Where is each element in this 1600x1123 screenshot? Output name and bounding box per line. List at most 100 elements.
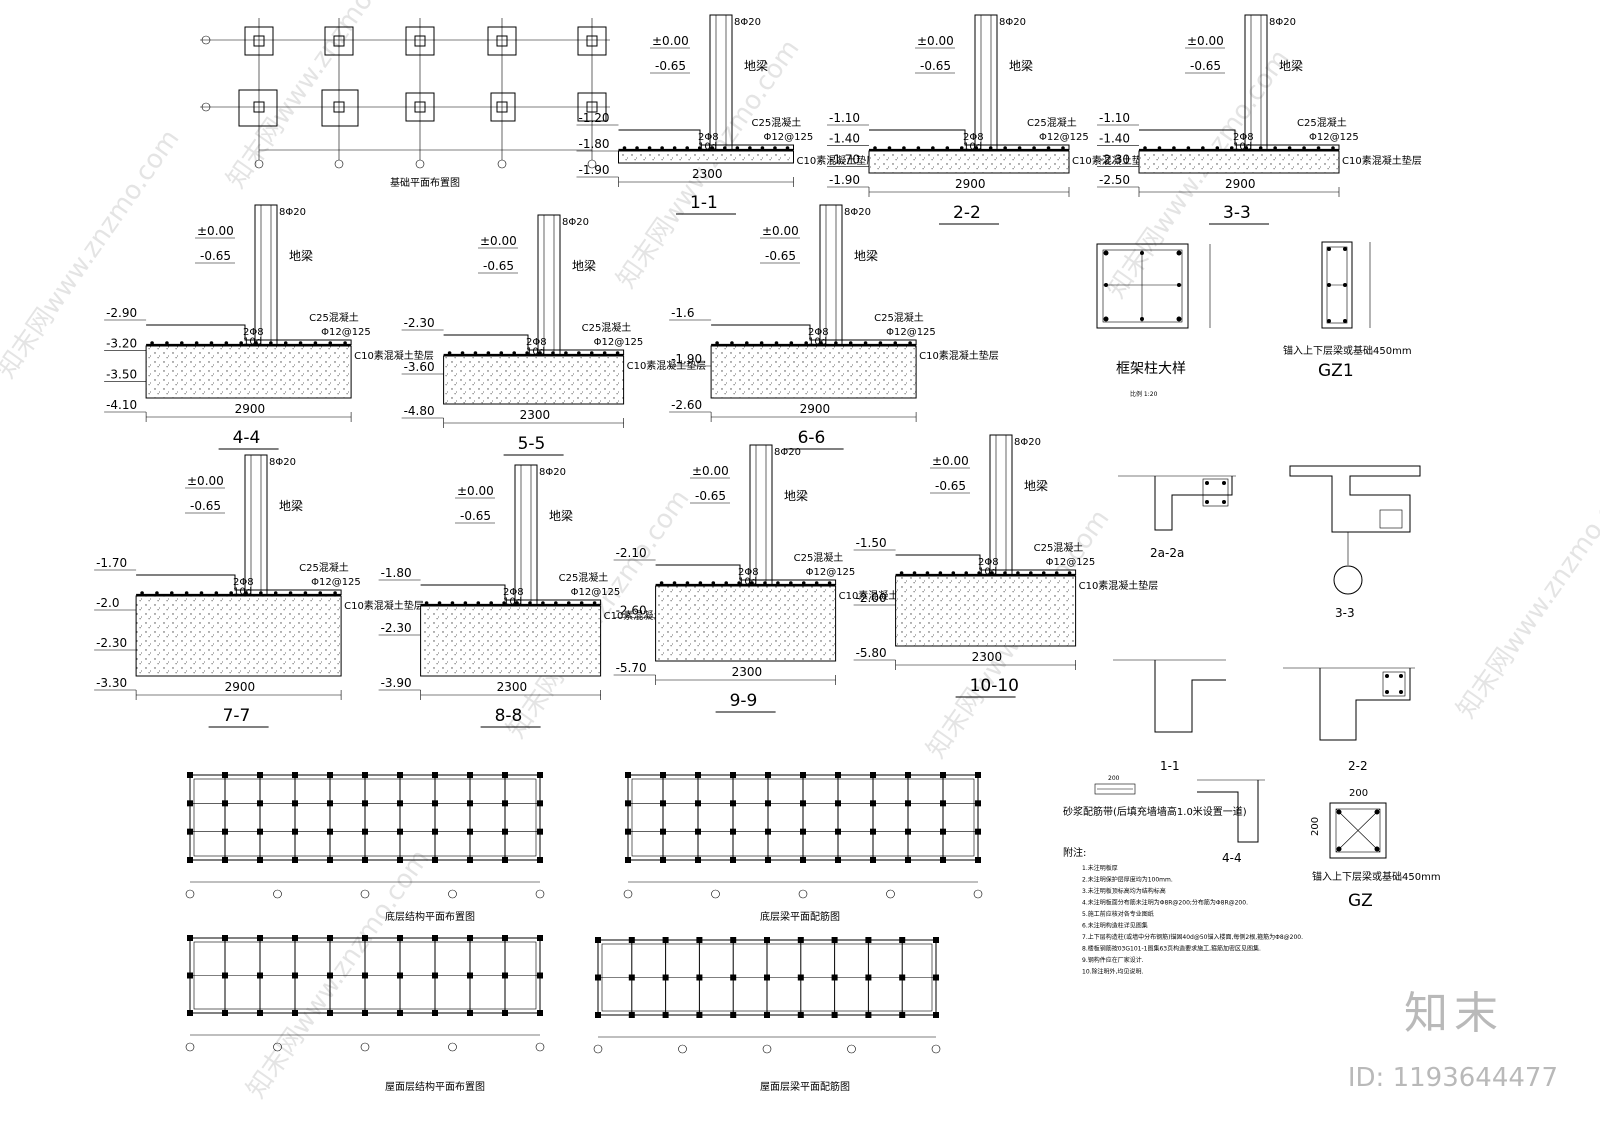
rebar-dot bbox=[760, 146, 765, 150]
rebar-dot bbox=[873, 146, 877, 150]
anchor-label: 10d bbox=[738, 577, 757, 588]
anchor-label: 10d bbox=[233, 587, 252, 598]
column-mark bbox=[835, 828, 841, 835]
footing-step bbox=[146, 324, 352, 345]
rebar-dot bbox=[660, 146, 664, 150]
cushion-pad bbox=[618, 150, 794, 164]
column-mark bbox=[292, 800, 298, 807]
rebar-dot bbox=[343, 341, 347, 345]
rebar-dot bbox=[1143, 146, 1147, 150]
column-mark bbox=[940, 772, 946, 778]
rebar-dot bbox=[959, 146, 964, 150]
rebar-dot bbox=[528, 601, 532, 605]
concrete-label: C25混凝土 bbox=[559, 571, 609, 584]
dimension-value: 2900 bbox=[955, 177, 986, 191]
rebar-dot bbox=[1172, 146, 1176, 150]
rebar-dot bbox=[564, 351, 568, 355]
level-label: -5.70 bbox=[616, 661, 647, 675]
column-mark bbox=[933, 937, 939, 943]
column-mark bbox=[187, 800, 193, 807]
axis-bubble bbox=[185, 889, 195, 899]
column-mark bbox=[327, 857, 333, 863]
concrete-label: C25混凝土 bbox=[1027, 116, 1077, 129]
rebar-dot bbox=[635, 146, 639, 150]
rebar-label: 8Φ20 bbox=[269, 457, 296, 468]
level-label: -1.90 bbox=[671, 352, 702, 366]
column-mark bbox=[865, 974, 872, 981]
section-label: 2a-2a bbox=[1150, 546, 1184, 560]
rebar-dot bbox=[1016, 571, 1020, 575]
level-label: -1.50 bbox=[856, 536, 887, 550]
dimension-value: 2300 bbox=[732, 665, 763, 679]
mesh-label: Φ12@125 bbox=[311, 577, 361, 588]
axis-bubble bbox=[535, 889, 545, 899]
rebar-dot bbox=[945, 146, 950, 150]
column-mark bbox=[467, 857, 473, 863]
rebar-label: 8Φ20 bbox=[774, 447, 801, 458]
rebar-label: 8Φ20 bbox=[539, 467, 566, 478]
rebar-dot bbox=[1201, 146, 1205, 150]
column-mark bbox=[835, 857, 841, 863]
column-mark bbox=[595, 937, 601, 943]
level-label: -1.90 bbox=[579, 163, 610, 177]
rebar-dot bbox=[902, 146, 906, 150]
rebar-dot bbox=[804, 341, 808, 345]
cushion-pad bbox=[135, 595, 342, 677]
note-item: 5.施工前应核对各专业图纸 bbox=[1082, 910, 1154, 918]
rebar-dot bbox=[140, 591, 144, 595]
rebar-dot bbox=[938, 571, 943, 575]
stirrup-label: 2Φ8 bbox=[503, 587, 524, 598]
column-mark bbox=[831, 1012, 838, 1018]
dimension-value: 2900 bbox=[1225, 177, 1256, 191]
column-mark bbox=[730, 800, 736, 807]
level-label: -0.65 bbox=[935, 479, 966, 493]
beam-label: 地梁 bbox=[1009, 58, 1033, 73]
rebar-dot bbox=[298, 341, 303, 345]
rebar-label: 8Φ20 bbox=[1014, 437, 1041, 448]
rebar-dot bbox=[773, 146, 777, 150]
column-mark bbox=[397, 857, 403, 863]
column-mark bbox=[222, 800, 228, 807]
rebar-dot bbox=[710, 146, 715, 150]
rebar-dot bbox=[589, 351, 594, 355]
stirrup-label: 2Φ8 bbox=[808, 327, 829, 338]
column-mark bbox=[292, 935, 298, 941]
column-mark bbox=[765, 772, 771, 778]
level-label: -0.65 bbox=[1190, 59, 1221, 73]
rebar-dot bbox=[273, 591, 278, 595]
column-mark bbox=[765, 857, 771, 863]
level-label: -1.6 bbox=[671, 306, 694, 320]
section-title: 8-8 bbox=[495, 706, 523, 726]
rebar-dot bbox=[515, 601, 519, 605]
note-item: 1.未注明板厚 bbox=[1082, 864, 1118, 872]
level-label: -2.00 bbox=[856, 591, 887, 605]
rebar-dot bbox=[1046, 146, 1051, 150]
column-mark bbox=[870, 772, 876, 778]
rebar-dot bbox=[224, 341, 229, 345]
rebar-dot bbox=[155, 591, 159, 595]
column-mark bbox=[537, 972, 543, 979]
rebar-dot bbox=[283, 341, 288, 345]
footing-step bbox=[655, 564, 837, 585]
dimension-value: 2900 bbox=[225, 680, 256, 694]
dimension-value: 2900 bbox=[800, 402, 831, 416]
column-mark bbox=[730, 937, 737, 943]
cushion-pad bbox=[655, 585, 837, 662]
rebar-dot bbox=[1032, 146, 1036, 150]
column-mark bbox=[800, 772, 806, 778]
level-label: -1.20 bbox=[579, 111, 610, 125]
rebar-dot bbox=[1157, 146, 1162, 150]
axis-bubble bbox=[360, 1042, 370, 1052]
rebar-dot bbox=[899, 571, 904, 575]
column-mark bbox=[940, 800, 946, 807]
column-mark bbox=[940, 857, 946, 863]
column-mark bbox=[696, 937, 703, 943]
level-label: -2.30 bbox=[381, 621, 412, 635]
concrete-label: C25混凝土 bbox=[1034, 541, 1084, 554]
cushion-pad bbox=[710, 345, 917, 399]
rebar-dot bbox=[229, 591, 233, 595]
dimension-value: 2300 bbox=[497, 680, 528, 694]
